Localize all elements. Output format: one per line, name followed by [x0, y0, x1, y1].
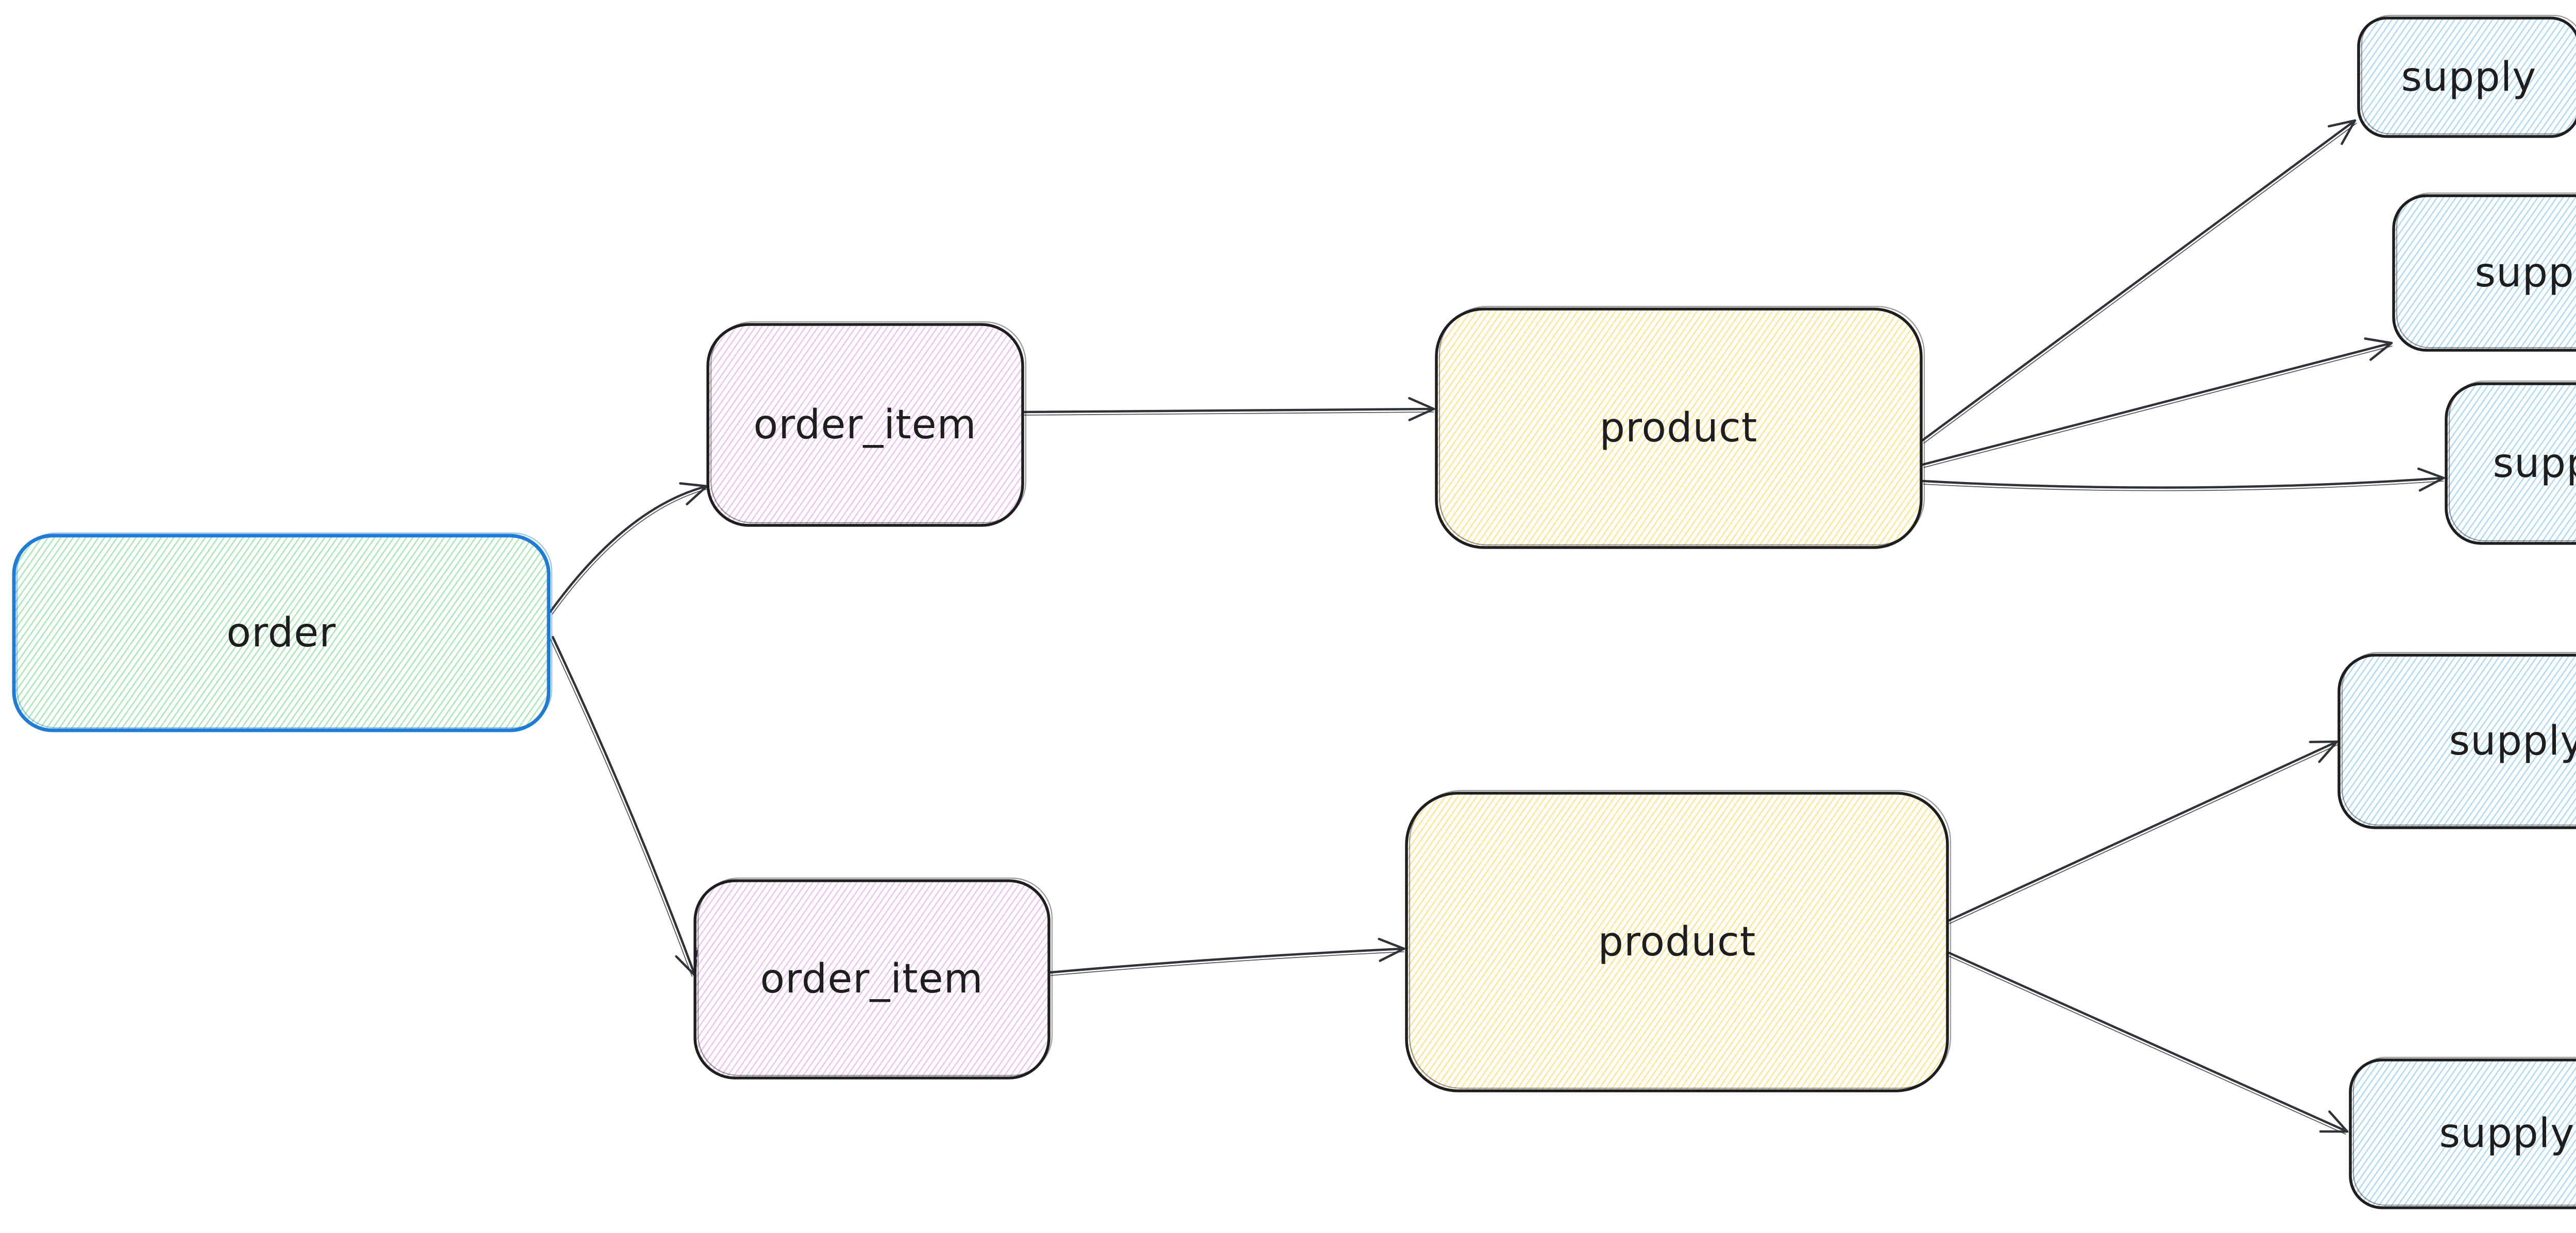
arrow-product-top-to-supply-1-sketch-line	[1923, 123, 2358, 444]
arrow-order-item-bottom-to-product-bottom-line	[1049, 947, 1405, 974]
node-supply-5[interactable]: supply	[2349, 1056, 2576, 1209]
node-supply-3[interactable]: supply	[2445, 380, 2576, 545]
node-product-top[interactable]: product	[1435, 305, 1925, 549]
node-order-item-bottom[interactable]: order_item	[693, 877, 1053, 1080]
node-supply-2[interactable]: supply	[2392, 192, 2576, 352]
node-supply-1[interactable]: supply	[2357, 14, 2576, 138]
arrow-order-item-top-to-product-top-sketch-line	[1024, 412, 1434, 416]
node-product-bottom-box-sketch	[1409, 790, 1952, 1089]
arrow-product-top-to-supply-1-line	[1920, 119, 2357, 442]
arrow-product-top-to-supply-1[interactable]	[1920, 119, 2358, 444]
arrow-order-item-top-to-product-top-head	[1408, 397, 1435, 421]
node-order[interactable]: order	[12, 532, 553, 732]
node-supply-1-box-sketch	[2361, 14, 2576, 135]
node-product-bottom-label: product	[1598, 919, 1756, 965]
arrow-product-top-to-supply-3-head	[2417, 467, 2445, 492]
node-supply-3-box	[2445, 382, 2576, 545]
node-order-item-top-box	[706, 323, 1024, 527]
node-order-item-bottom-box-sketch	[697, 877, 1053, 1076]
arrow-order-item-top-to-product-top[interactable]	[1023, 397, 1435, 421]
arrow-product-bottom-to-supply-5-sketch-line	[1947, 955, 2346, 1135]
arrow-product-top-to-supply-1-head	[2327, 119, 2357, 145]
node-supply-3-box-sketch	[2448, 380, 2576, 542]
node-order-item-top-box-sketch	[710, 321, 1027, 524]
arrow-product-bottom-to-supply-5[interactable]	[1947, 951, 2349, 1135]
arrow-order-item-bottom-to-product-bottom[interactable]	[1049, 937, 1405, 976]
arrow-product-top-to-supply-2[interactable]	[1921, 337, 2393, 468]
arrow-order-to-order-item-bottom[interactable]	[549, 636, 698, 977]
node-order-item-top-label: order_item	[753, 402, 976, 448]
node-order-box-sketch	[16, 532, 553, 729]
node-supply-5-box-sketch	[2352, 1056, 2576, 1206]
node-product-top-box	[1435, 307, 1923, 549]
arrow-order-to-order-item-bottom-line	[551, 636, 697, 977]
arrow-order-to-order-item-top[interactable]	[549, 482, 709, 615]
node-supply-2-label: supply	[2475, 250, 2576, 296]
node-product-top-label: product	[1599, 405, 1757, 451]
arrow-product-bottom-to-supply-4-sketch-line	[1949, 744, 2338, 924]
node-supply-3-label: supply	[2493, 440, 2576, 487]
arrow-order-item-top-to-product-top-line	[1023, 407, 1435, 414]
arrow-order-to-order-item-top-line	[549, 485, 708, 613]
nodes-layer: order order_item order_item product prod…	[12, 14, 2576, 1209]
node-product-bottom-box	[1405, 792, 1949, 1092]
node-product-top-box-sketch	[1438, 305, 1925, 546]
arrow-order-to-order-item-top-sketch-line	[552, 488, 709, 615]
arrow-product-bottom-to-supply-4-head	[2309, 740, 2338, 763]
arrow-product-top-to-supply-2-head	[2364, 337, 2393, 361]
arrow-order-item-bottom-to-product-bottom-head	[1378, 937, 1405, 962]
node-order-box	[12, 534, 551, 732]
node-supply-4-label: supply	[2449, 718, 2576, 764]
arrow-product-bottom-to-supply-5-head	[2319, 1110, 2349, 1133]
node-supply-4-box	[2337, 654, 2576, 829]
node-order-label: order	[227, 610, 336, 656]
node-product-bottom[interactable]: product	[1405, 790, 1952, 1092]
arrow-product-bottom-to-supply-5-line	[1947, 951, 2349, 1133]
node-order-item-top[interactable]: order_item	[706, 321, 1027, 527]
arrow-product-top-to-supply-2-sketch-line	[1923, 345, 2393, 468]
node-supply-1-label: supply	[2401, 54, 2537, 100]
arrow-order-item-bottom-to-product-bottom-sketch-line	[1050, 951, 1404, 976]
node-supply-5-box	[2349, 1058, 2576, 1209]
arrow-product-bottom-to-supply-4-line	[1946, 740, 2338, 922]
arrow-product-bottom-to-supply-4[interactable]	[1946, 740, 2338, 924]
arrow-product-top-to-supply-3-sketch-line	[1923, 481, 2444, 491]
node-supply-2-box	[2392, 194, 2576, 352]
node-order-item-bottom-label: order_item	[760, 956, 983, 1002]
arrow-product-top-to-supply-3[interactable]	[1922, 467, 2445, 492]
node-supply-1-box	[2357, 16, 2576, 138]
arrow-product-top-to-supply-2-line	[1921, 341, 2393, 466]
arrow-order-to-order-item-bottom-sketch-line	[549, 638, 693, 977]
node-order-item-bottom-box	[693, 879, 1050, 1080]
node-supply-4[interactable]: supply	[2337, 652, 2576, 829]
node-supply-4-box-sketch	[2341, 652, 2576, 826]
node-supply-5-label: supply	[2439, 1110, 2575, 1157]
node-supply-2-box-sketch	[2396, 192, 2576, 349]
edges-layer	[549, 119, 2445, 1135]
arrow-product-top-to-supply-3-line	[1922, 476, 2445, 489]
